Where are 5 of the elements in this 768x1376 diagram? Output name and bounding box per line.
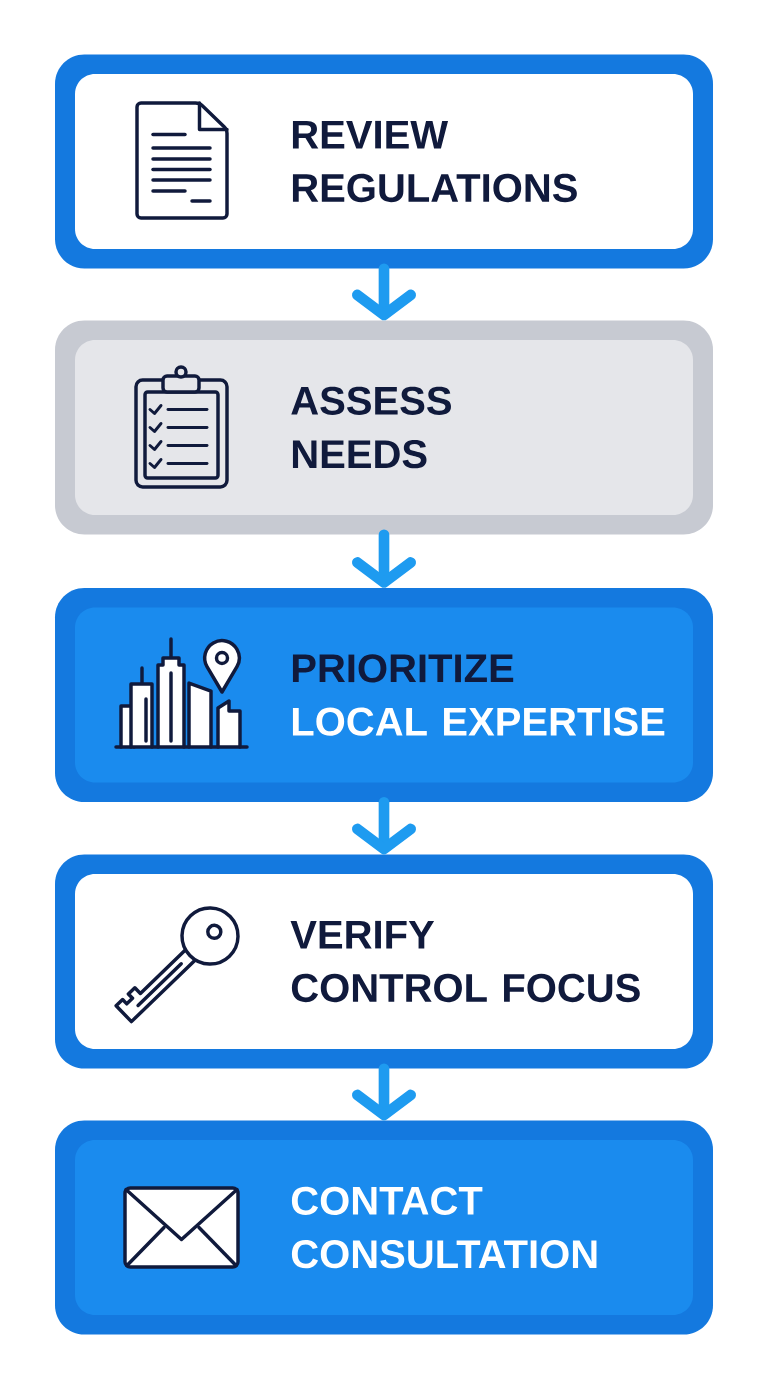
process-box: REVIEW REGULATIONS (55, 54, 713, 269)
process-box: CONTACT CONSULTATION (55, 1120, 713, 1335)
process-box: PRIORITIZE LOCAL EXPERTISE (55, 588, 713, 802)
process-box: ASSESS NEEDS (55, 320, 713, 535)
process-box: VERIFY CONTROL FOCUS (55, 854, 713, 1069)
